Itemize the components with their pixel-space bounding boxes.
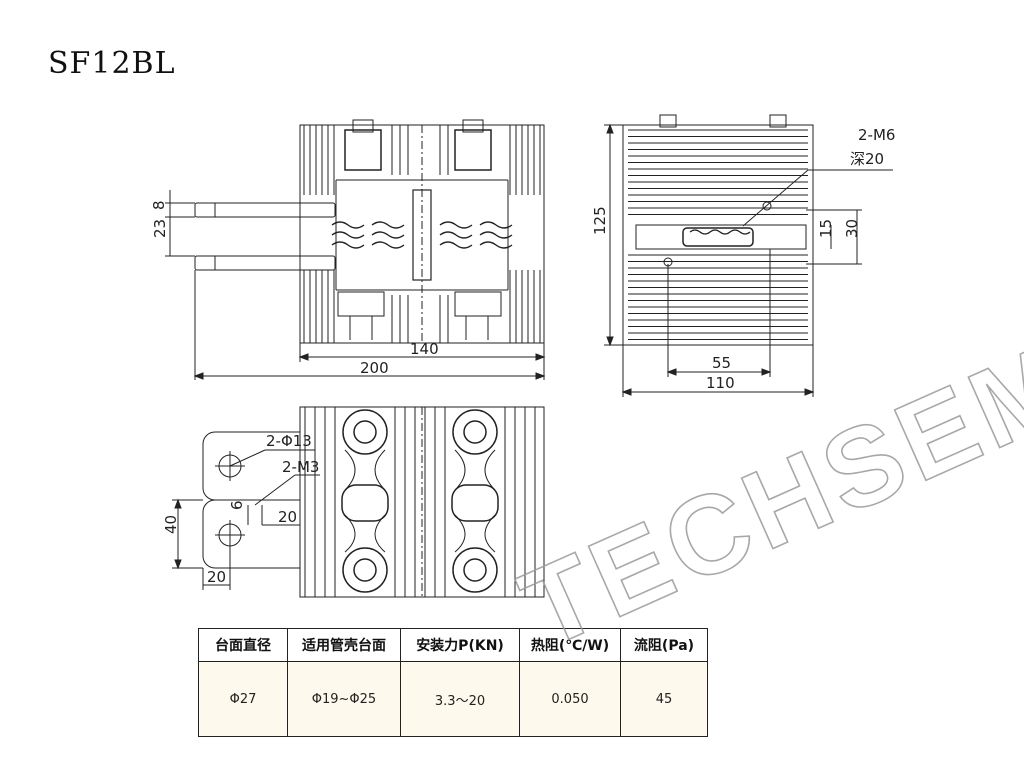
spec-header-flow-resistance: 流阻(Pa) [620,628,708,662]
spec-table: 台面直径 适用管壳台面 安装力P(KN) 热阻(℃/W) 流阻(Pa) Φ27 … [198,628,708,737]
dim-plan-hole: 2-Φ13 [266,432,312,450]
page-title: SF12BL [48,46,176,81]
spec-header-thermal-resistance: 热阻(℃/W) [519,628,621,662]
dim-side-outer-width: 110 [706,374,735,392]
dim-front-top: 8 [150,200,168,210]
table-row: Φ27 Φ19~Φ25 3.3～20 0.050 45 [198,661,708,737]
dim-side-small: 15 [817,219,835,238]
dim-plan-height: 40 [162,515,180,534]
dim-front-inner-width: 140 [410,340,439,358]
spec-table-header-row: 台面直径 适用管壳台面 安装力P(KN) 热阻(℃/W) 流阻(Pa) [198,628,708,662]
dim-side-inner-width: 55 [712,354,731,372]
spec-cell-applicable-case: Φ19~Φ25 [287,661,401,737]
spec-cell-mounting-force: 3.3～20 [400,661,520,737]
side-view [604,114,893,397]
spec-cell-flow-resistance: 45 [620,661,708,737]
dim-plan-edge: 20 [207,568,226,586]
spec-cell-platform-diameter: Φ27 [198,661,288,737]
dim-side-height: 125 [591,206,609,235]
front-view [165,119,546,380]
dim-plan-thread: 2-M3 [282,458,319,476]
dim-plan-offset: 20 [278,508,297,526]
plan-view [172,406,545,598]
dim-front-mid: 23 [151,219,169,238]
dim-side-large: 30 [843,219,861,238]
dim-plan-pitch: 6 [228,500,246,510]
spec-cell-thermal-resistance: 0.050 [519,661,621,737]
dim-front-outer-width: 200 [360,359,389,377]
spec-header-mounting-force: 安装力P(KN) [400,628,520,662]
spec-header-platform-diameter: 台面直径 [198,628,288,662]
dim-side-thread: 2-M6 [858,126,895,144]
dim-side-depth: 深20 [850,150,884,168]
spec-header-applicable-case: 适用管壳台面 [287,628,401,662]
